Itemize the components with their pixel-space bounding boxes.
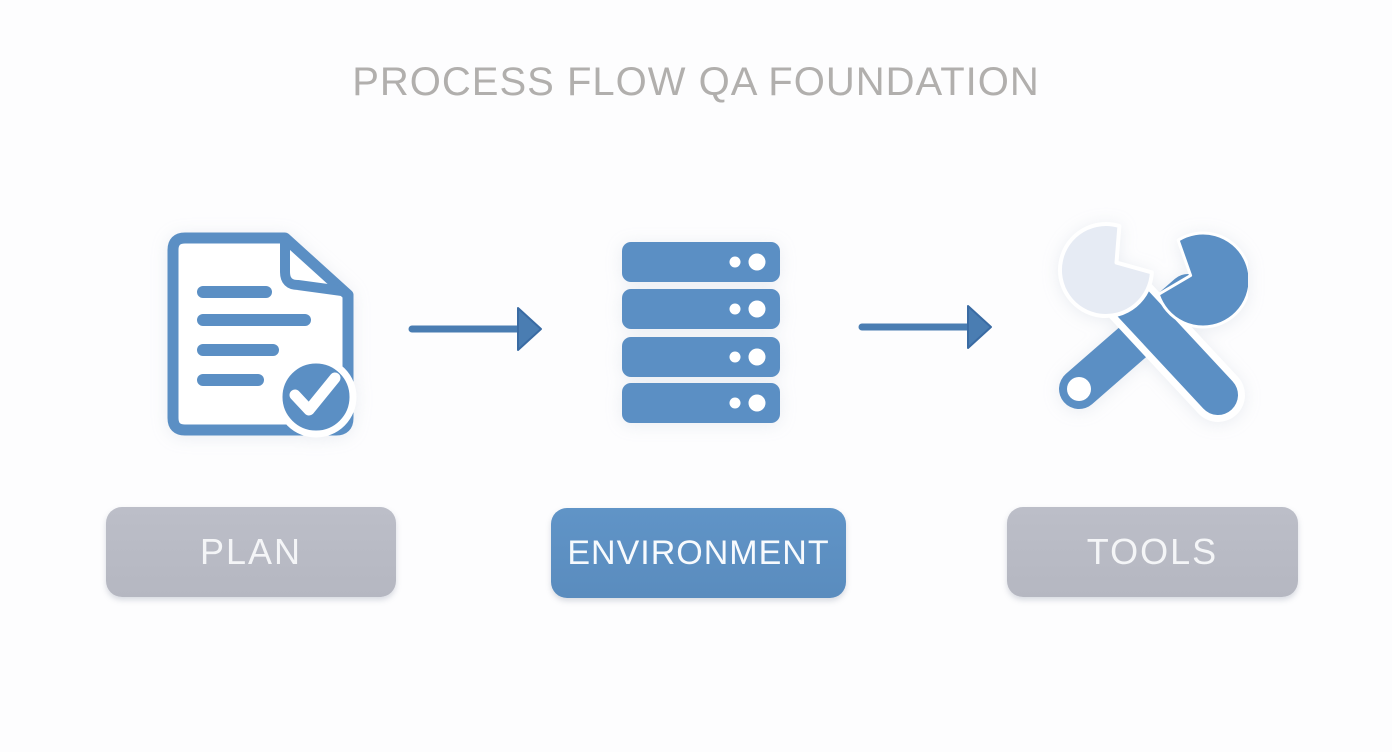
flow-arrow-icon-1 bbox=[404, 301, 544, 357]
plan-button-label: PLAN bbox=[199, 531, 303, 572]
crossed-wrenches-icon bbox=[1048, 216, 1248, 426]
environment-button-label: ENVIRONMENT bbox=[567, 533, 830, 572]
server-stack-svg bbox=[622, 242, 780, 423]
environment-button[interactable]: ENVIRONMENT bbox=[551, 508, 846, 598]
server-stack-icon bbox=[616, 235, 786, 430]
diagram-title: PROCESS FLOW QA FOUNDATION bbox=[352, 60, 1040, 104]
document-check-icon bbox=[163, 226, 363, 451]
flow-arrow-icon-2 bbox=[854, 299, 994, 355]
tools-button-label: TOOLS bbox=[1086, 531, 1219, 572]
tools-button[interactable]: TOOLS bbox=[1007, 507, 1298, 597]
crossed-wrenches-svg bbox=[1058, 222, 1248, 422]
document-check-svg bbox=[167, 232, 357, 438]
plan-button[interactable]: PLAN bbox=[106, 507, 396, 597]
